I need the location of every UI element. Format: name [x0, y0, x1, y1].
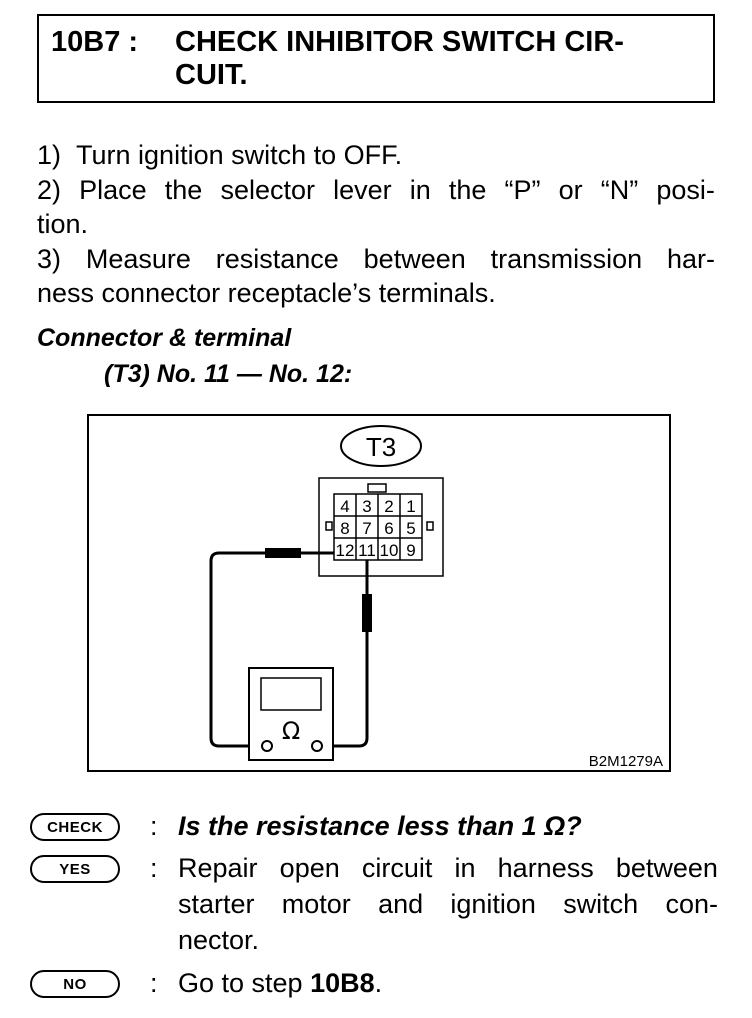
connector-tab-right — [426, 521, 434, 531]
pin-7: 7 — [362, 519, 371, 538]
pin-12: 12 — [336, 541, 355, 560]
pin-grid — [333, 493, 423, 561]
check-colon: : — [150, 811, 158, 841]
lead-wire-right — [321, 560, 369, 748]
pin-1: 1 — [406, 497, 415, 516]
connector-latch — [367, 483, 387, 493]
pin-8: 8 — [340, 519, 349, 538]
pin-5: 5 — [406, 519, 415, 538]
step-title: CHECK INHIBITOR SWITCH CIR- CUIT. — [175, 26, 695, 92]
pin-4: 4 — [340, 497, 349, 516]
pin-2: 2 — [384, 497, 393, 516]
step-1: 1) Turn ignition switch to OFF. — [37, 140, 403, 170]
step-title-line1: CHECK INHIBITOR SWITCH CIR- — [175, 26, 624, 58]
probe-right — [362, 594, 372, 632]
no-action: Go to step 10B8. — [178, 965, 718, 1001]
next-step-ref: 10B8 — [310, 968, 375, 998]
yes-colon: : — [150, 853, 158, 883]
diagram-svg: T3 4 3 2 1 8 7 6 5 12 11 10 9 — [209, 425, 663, 770]
no-badge: NO — [30, 970, 120, 998]
no-suffix: . — [374, 968, 383, 998]
connector-terminal-spec: (T3) No. 11 — No. 12: — [104, 360, 353, 388]
no-colon: : — [150, 968, 158, 998]
pin-6: 6 — [384, 519, 393, 538]
connector-tab-left — [325, 521, 333, 531]
connector-housing — [318, 477, 444, 577]
no-prefix: Go to step — [178, 968, 311, 998]
yes-badge: YES — [30, 855, 120, 883]
ohmmeter-display — [260, 677, 322, 711]
pin-10: 10 — [380, 541, 399, 560]
check-badge: CHECK — [30, 813, 120, 841]
connector-label-ellipse — [340, 425, 422, 467]
connector-heading: Connector & terminal — [37, 324, 292, 352]
probe-left — [265, 548, 301, 558]
pin-11: 11 — [358, 541, 376, 560]
ohm-symbol: Ω — [282, 717, 300, 745]
step-2-line2: tion. — [37, 209, 89, 239]
figure-code: B2M1279A — [589, 753, 663, 770]
step-code: 10B7 : — [51, 26, 139, 58]
pin-3: 3 — [362, 497, 371, 516]
meter-terminal-right — [311, 740, 323, 752]
yes-line3: nector. — [178, 925, 260, 955]
pin-9: 9 — [406, 541, 415, 560]
check-question: Is the resistance less than 1 Ω? — [178, 811, 582, 841]
lead-wire-left — [209, 551, 334, 748]
meter-terminal-left — [261, 740, 273, 752]
step-title-box: 10B7 : CHECK INHIBITOR SWITCH CIR- CUIT. — [37, 14, 715, 103]
wiring-diagram: T3 4 3 2 1 8 7 6 5 12 11 10 9 — [87, 414, 671, 772]
step-3-line2: ness connector receptacle’s terminals. — [37, 278, 496, 308]
connector-label: T3 — [366, 432, 396, 462]
step-title-line2: CUIT. — [175, 59, 248, 91]
